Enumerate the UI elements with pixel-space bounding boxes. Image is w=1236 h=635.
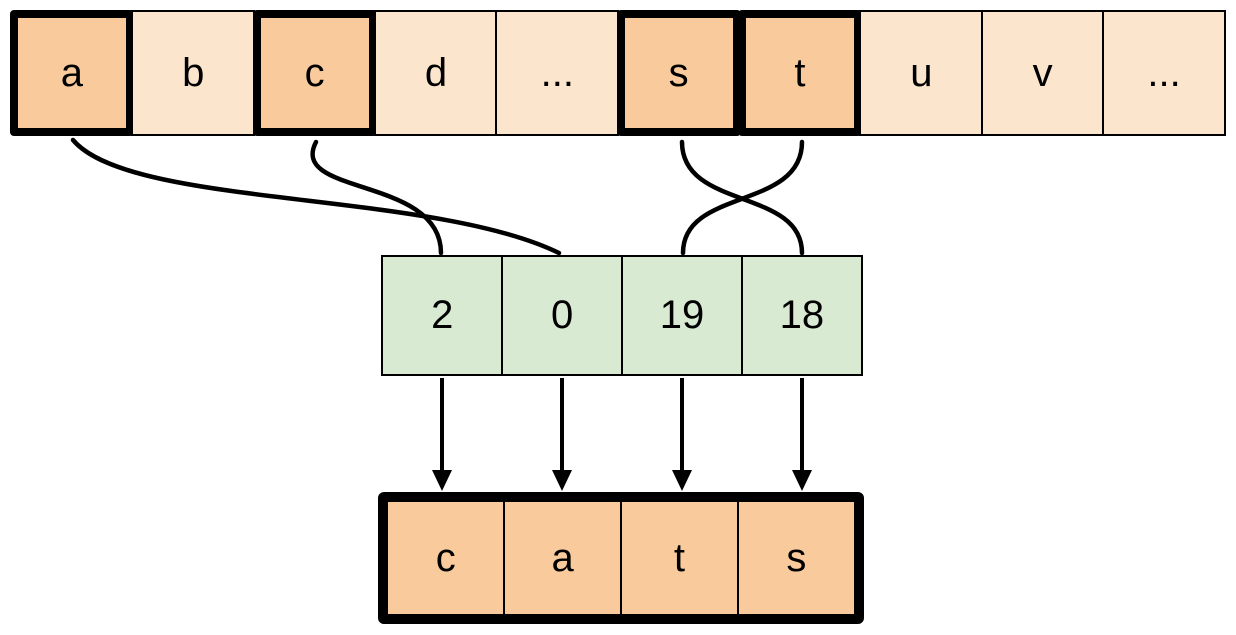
- alphabet-cell-label: ...: [540, 50, 574, 95]
- alphabet-cell-label: b: [182, 50, 205, 95]
- index-cell-label: 19: [659, 293, 705, 337]
- curve-t-to-index-19: [680, 139, 805, 256]
- index-cell-19: 19: [620, 255, 744, 376]
- result-cell-c: c: [386, 500, 506, 616]
- curve-s-to-index-18: [679, 139, 805, 256]
- alphabet-cell-d: d: [374, 10, 498, 136]
- arrowhead-index-2: [432, 470, 452, 491]
- result-cell-label: s: [786, 535, 807, 580]
- result-cell-a: a: [502, 500, 623, 616]
- index-cell-label: 18: [779, 293, 825, 337]
- alphabet-cell-b: b: [131, 10, 256, 136]
- index-cell-label: 2: [431, 293, 454, 337]
- arrowhead-index-19: [672, 470, 692, 491]
- result-cell-s: s: [736, 500, 856, 616]
- result-cell-label: a: [551, 535, 574, 580]
- result-array: c a t s: [378, 492, 864, 624]
- alphabet-array: a b c d ... s t u v ...: [10, 10, 1226, 136]
- result-cell-label: t: [673, 535, 685, 580]
- alphabet-cell-label: v: [1032, 50, 1053, 95]
- curve-c-to-index-2: [310, 139, 444, 256]
- alphabet-cell-v: v: [980, 10, 1105, 136]
- index-cell-18: 18: [740, 255, 864, 376]
- alphabet-cell-a: a: [10, 10, 134, 136]
- alphabet-cell-label: t: [794, 50, 806, 95]
- arrowhead-index-0: [552, 470, 572, 491]
- result-cell-label: c: [435, 535, 456, 580]
- alphabet-cell-label: c: [304, 50, 325, 95]
- alphabet-cell-t: t: [738, 10, 862, 136]
- curve-a-to-index-0: [70, 137, 562, 256]
- alphabet-cell-ellipsis-1: ...: [495, 10, 620, 136]
- index-array: 2 0 19 18: [381, 255, 864, 376]
- arrowhead-index-18: [792, 470, 812, 491]
- alphabet-cell-s: s: [616, 10, 741, 136]
- alphabet-cell-ellipsis-2: ...: [1102, 10, 1226, 136]
- alphabet-cell-label: u: [910, 50, 933, 95]
- alphabet-cell-label: ...: [1147, 50, 1181, 95]
- alphabet-cell-c: c: [252, 10, 377, 136]
- alphabet-cell-label: a: [60, 50, 84, 95]
- result-cell-t: t: [619, 500, 740, 616]
- alphabet-cell-label: s: [668, 50, 689, 95]
- index-cell-2: 2: [381, 255, 504, 376]
- index-cell-label: 0: [550, 293, 574, 337]
- alphabet-cell-u: u: [859, 10, 984, 136]
- index-cell-0: 0: [500, 255, 624, 376]
- alphabet-cell-label: d: [424, 50, 448, 95]
